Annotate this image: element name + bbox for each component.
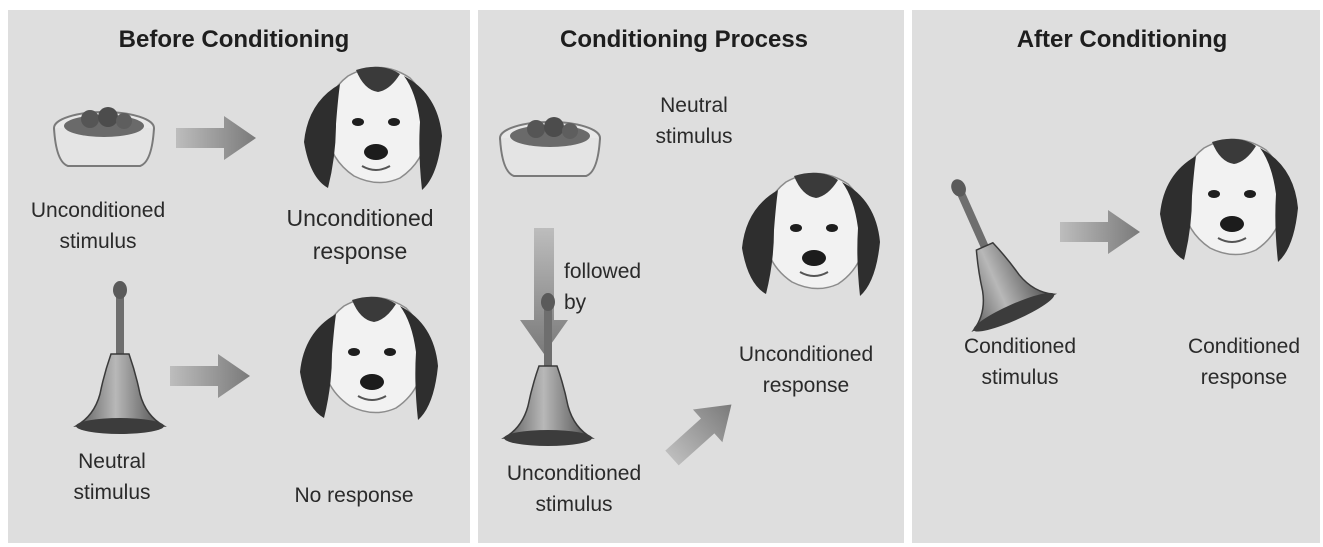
arrow-icon bbox=[176, 116, 256, 160]
food-bowl-icon bbox=[54, 107, 154, 166]
classical-conditioning-diagram: Before Conditioning Conditioning Process… bbox=[8, 10, 1320, 543]
label-unconditioned-response: Unconditioned response bbox=[739, 339, 873, 401]
label-unconditioned-stimulus: Unconditioned stimulus bbox=[507, 458, 641, 520]
label-neutral-stimulus: Neutral stimulus bbox=[73, 446, 150, 508]
arrow-icon bbox=[657, 388, 746, 474]
label-followed-by: followed by bbox=[564, 256, 641, 318]
bell-icon bbox=[76, 281, 164, 434]
label-neutral-stimulus: Neutral stimulus bbox=[655, 90, 732, 152]
label-unconditioned-response: Unconditioned response bbox=[286, 202, 433, 268]
bell-icon bbox=[915, 162, 1058, 338]
arrow-icon bbox=[170, 354, 250, 398]
title-conditioning-process: Conditioning Process bbox=[560, 26, 808, 54]
dog-head-icon bbox=[300, 297, 438, 420]
label-conditioned-stimulus: Conditioned stimulus bbox=[964, 331, 1076, 393]
dog-head-icon bbox=[742, 173, 880, 296]
title-before-conditioning: Before Conditioning bbox=[119, 26, 350, 54]
dog-head-icon bbox=[1160, 139, 1298, 262]
label-no-response: No response bbox=[294, 480, 413, 511]
label-conditioned-response: Conditioned response bbox=[1188, 331, 1300, 393]
label-unconditioned-stimulus: Unconditioned stimulus bbox=[31, 195, 165, 257]
food-bowl-icon bbox=[500, 117, 600, 176]
arrow-icon bbox=[1060, 210, 1140, 254]
title-after-conditioning: After Conditioning bbox=[1017, 26, 1228, 54]
dog-head-icon bbox=[304, 67, 442, 190]
